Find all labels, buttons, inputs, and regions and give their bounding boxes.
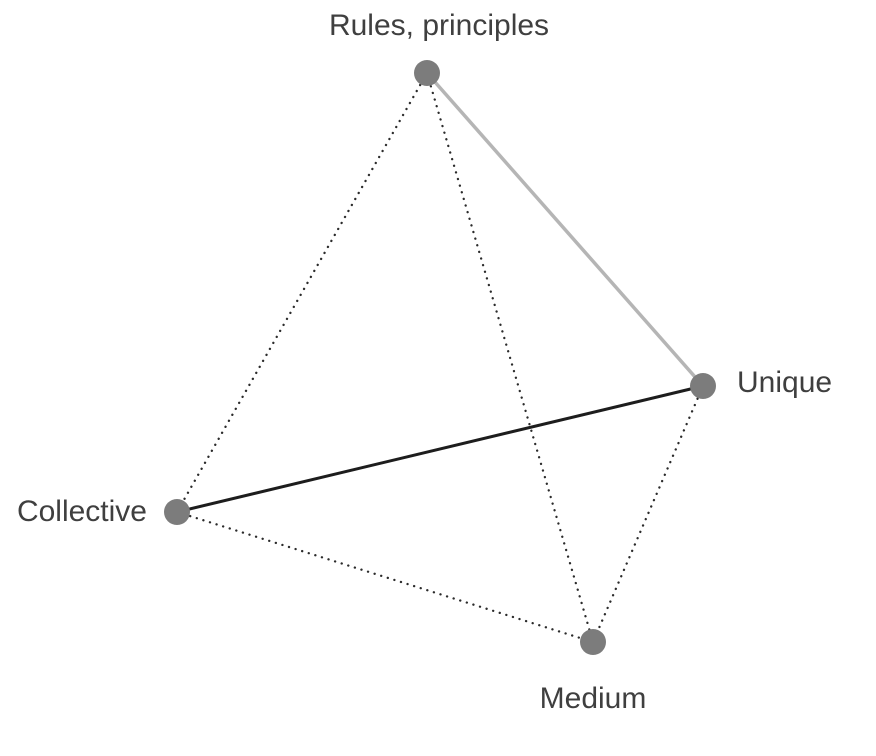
edge-rules-principles-unique-solid[interactable]: [425, 71, 705, 388]
edge-collective-unique-solid[interactable]: [176, 384, 704, 514]
node-medium[interactable]: [580, 629, 606, 655]
node-label-unique: Unique: [737, 366, 832, 399]
node-unique[interactable]: [690, 373, 716, 399]
node-label-collective: Collective: [17, 495, 147, 528]
edge-rules-principles-medium-dotted[interactable]: [425, 71, 595, 644]
node-collective[interactable]: [164, 499, 190, 525]
edge-collective-medium-dotted[interactable]: [175, 510, 595, 644]
edge-unique-medium-dotted[interactable]: [591, 384, 705, 644]
node-label-rules-principles: Rules, principles: [329, 9, 549, 42]
node-rules-principles[interactable]: [414, 60, 440, 86]
edge-rules-principles-collective-dotted[interactable]: [175, 71, 429, 514]
node-label-medium: Medium: [540, 682, 647, 715]
